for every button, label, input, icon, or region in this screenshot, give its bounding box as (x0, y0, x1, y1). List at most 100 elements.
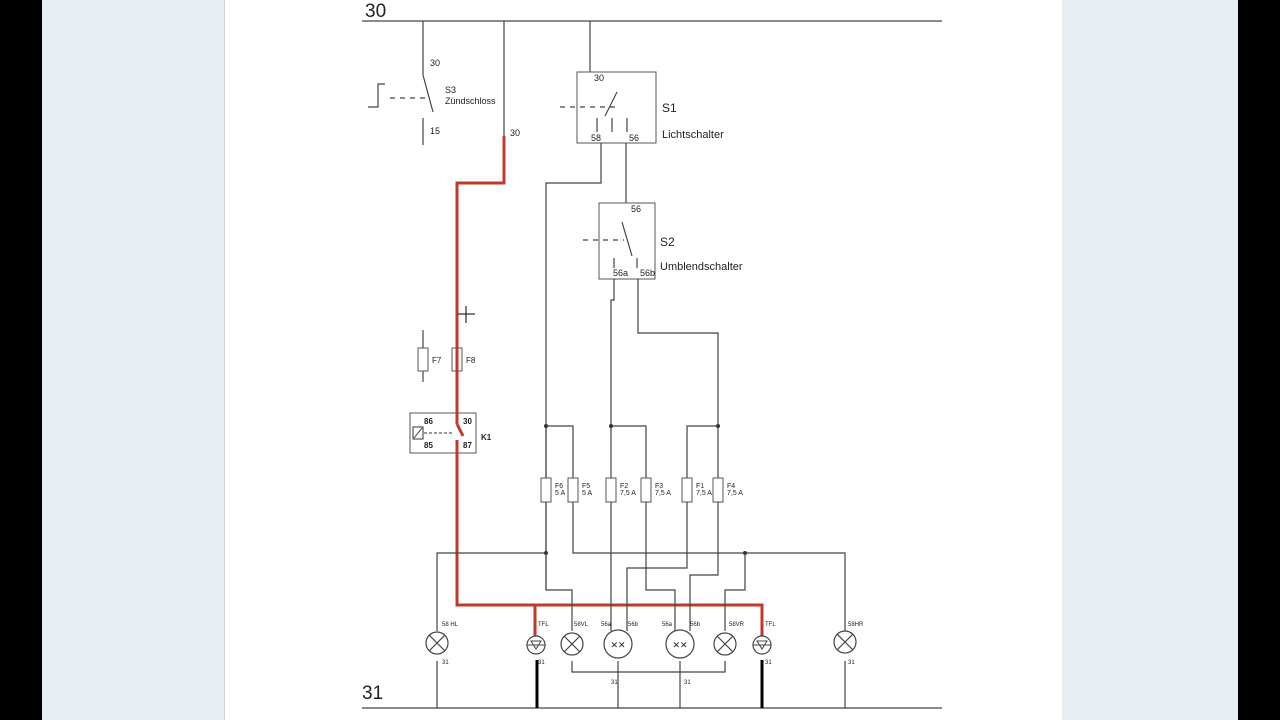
lamp-tfl-right-label: TFL (765, 622, 776, 628)
right-black-bar (1238, 0, 1280, 720)
k1-terminal-86: 86 (424, 417, 433, 426)
junction-56b (716, 424, 720, 428)
f4-body (712, 477, 724, 503)
junction-56a (609, 424, 613, 428)
s1-terminal-56: 56 (629, 133, 639, 143)
switch-s2: 56 56a 56b S2 Umblendschalter (583, 202, 743, 280)
s1-box (576, 71, 657, 144)
f6-label: F6 (555, 483, 563, 490)
switch-s3: 30 S3 Zündschloss 15 (368, 21, 496, 145)
s2-name: S2 (660, 235, 675, 249)
lower-wiring (436, 502, 846, 708)
wire-f1-to-left-highbeam (626, 502, 688, 631)
rail-30: 30 (362, 1, 942, 22)
f5-body (567, 477, 579, 503)
lamp-headlamp-right-56b: 56b (690, 622, 701, 628)
wire-f4-to-right-highbeam (689, 502, 719, 631)
lamp-tfl-right: TFL 31 (752, 622, 776, 666)
lamp-tfl-left: TFL 31 (526, 622, 549, 666)
wire-to-58hl (436, 552, 546, 631)
s2-terminal-56b: 56b (640, 268, 655, 278)
k1-name: K1 (481, 433, 492, 442)
fuse-f4: F4 7,5 A (712, 477, 743, 503)
switch-s1: 30 58 56 S1 Lichtschalter (560, 71, 724, 144)
f4-rating: 7,5 A (727, 490, 743, 497)
f5-rating: 5 A (582, 490, 592, 497)
f7-label: F7 (432, 356, 442, 365)
right-page-margin (1062, 0, 1238, 720)
lamp-headlamp-left-ground: 31 (611, 680, 618, 686)
rail-31: 31 (362, 683, 942, 709)
lamp-58hr-ground: 31 (848, 660, 855, 666)
s1-desc: Lichtschalter (662, 129, 724, 141)
k1-contact (455, 423, 465, 437)
s3-actuator (368, 83, 385, 108)
s2-terminal-56a: 56a (613, 268, 628, 278)
s3-name: S3 (445, 85, 456, 95)
lamp-58hr-label: 58HR (848, 622, 864, 628)
f7-body (417, 347, 429, 372)
f4-label: F4 (727, 483, 735, 490)
lamp-tfl-left-ground: 31 (538, 660, 545, 666)
s3-terminal-15: 15 (430, 126, 440, 136)
k1-terminal-85: 85 (424, 441, 433, 450)
lamp-58hl: 58 HL 31 (425, 622, 459, 666)
lamp-headlamp-left: ✕✕ 56a 56b 31 (601, 622, 639, 686)
wire-f3-to-right-lowbeam (645, 502, 676, 631)
s1-terminal-30: 30 (594, 73, 604, 83)
s3-out-terminal: 30 (510, 128, 520, 138)
fuse-f2: F2 7,5 A (605, 477, 636, 503)
f2-label: F2 (620, 483, 628, 490)
wire-56b (637, 279, 719, 426)
k1-terminal-30: 30 (463, 417, 472, 426)
s2-terminal-56: 56 (631, 204, 641, 214)
lamp-headlamp-right-ground: 31 (684, 680, 691, 686)
wire-58 (545, 143, 602, 605)
junction-58 (544, 424, 548, 428)
lamp-58hl-label: 58 HL (442, 622, 459, 628)
relay-k1: 86 85 30 87 K1 (409, 412, 492, 454)
lamp-headlamp-right: ✕✕ 56a 56b 31 (662, 622, 701, 686)
rail-30-label: 30 (365, 1, 386, 22)
s3-desc: Zündschloss (445, 96, 496, 106)
s2-desc: Umblendschalter (660, 261, 743, 273)
k1-coil-mark (413, 427, 423, 439)
lamp-headlamp-left-56a: 56a (601, 622, 612, 628)
fuse-f5: F5 5 A (567, 477, 592, 503)
lamp-58vl: 58VL (560, 622, 589, 656)
f3-label: F3 (655, 483, 663, 490)
ground-front-bus (571, 661, 726, 673)
wire-to-58hr (572, 502, 846, 631)
f3-rating: 7,5 A (655, 490, 671, 497)
f5-label: F5 (582, 483, 590, 490)
fuse-f1: F1 7,5 A (681, 477, 712, 503)
s1-contact (604, 91, 618, 117)
s3-contact (422, 74, 434, 113)
svg-text:✕✕: ✕✕ (610, 640, 625, 650)
f2-body (605, 477, 617, 503)
f2-rating: 7,5 A (620, 490, 636, 497)
lamp-58vl-label: 58VL (574, 622, 589, 628)
lamp-58vr: 58VR (713, 622, 745, 656)
fuse-f3: F3 7,5 A (640, 477, 671, 503)
bus-56b (686, 425, 719, 478)
left-page-margin (42, 0, 224, 720)
fuse-f6: F6 5 A (540, 477, 565, 503)
f3-body (640, 477, 652, 503)
s1-name: S1 (662, 101, 677, 115)
f1-label: F1 (696, 483, 704, 490)
f8-label: F8 (466, 356, 476, 365)
f1-rating: 7,5 A (696, 490, 712, 497)
lamp-58hr: 58HR 31 (833, 622, 864, 666)
bus-58-to-f5 (546, 425, 574, 478)
f6-rating: 5 A (555, 490, 565, 497)
lamp-tfl-left-label: TFL (538, 622, 549, 628)
fuse-f7: F7 (417, 330, 442, 382)
lamp-headlamp-right-bulb (665, 629, 695, 659)
lamp-58vr-label: 58VR (729, 622, 745, 628)
k1-terminal-87: 87 (463, 441, 472, 450)
lamp-headlamp-left-bulb (603, 629, 633, 659)
svg-text:✕✕: ✕✕ (672, 640, 687, 650)
wire-to-58vr (724, 553, 746, 631)
